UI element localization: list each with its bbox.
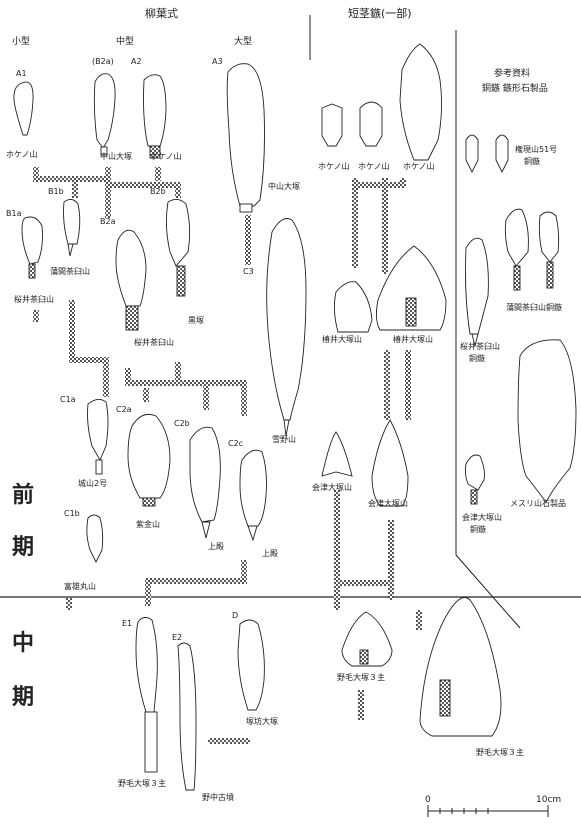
type-code-b1b: B1b	[48, 188, 64, 196]
type-code-c1a: C1a	[60, 396, 76, 404]
site-aizu-douzoku-1: 会津大塚山	[462, 514, 502, 522]
type-code-a2: A2	[131, 58, 142, 66]
header-tankei: 短茎鏃(一部)	[348, 8, 412, 19]
type-code-e2: E2	[172, 634, 182, 642]
site-hokenoyama-2: ホケノ山	[150, 153, 182, 161]
site-st-hokenoyama-1: ホケノ山	[318, 163, 350, 171]
type-code-c2c: C2c	[228, 440, 243, 448]
site-st-hokenoyama-2: ホケノ山	[358, 163, 390, 171]
site-yukinoyama: 雪野山	[272, 436, 296, 444]
type-code-b1a: B1a	[6, 210, 21, 218]
period-early-1: 前	[12, 484, 34, 506]
type-code-b2a-paren: (B2a)	[92, 58, 114, 66]
site-hokenoyama-1: ホケノ山	[6, 151, 38, 159]
site-aizu-2: 会津大塚山	[368, 500, 408, 508]
header-sanko: 参考資料	[494, 70, 530, 79]
size-medium: 中型	[116, 38, 134, 47]
site-st-hokenoyama-3: ホケノ山	[403, 163, 435, 171]
site-noge-1: 野毛大塚３主	[337, 674, 385, 682]
site-kamata-chausuyama: 蒲間茶臼山	[50, 268, 90, 276]
site-sakurai-chausuyama-2: 桜井茶臼山	[134, 339, 174, 347]
site-noge-3: 野毛大塚３主	[476, 749, 524, 757]
site-kamidono-1: 上殿	[208, 543, 224, 551]
size-small: 小型	[12, 38, 30, 47]
site-sakurai-douzoku-1: 桜井茶臼山	[460, 343, 500, 351]
type-code-a1: A1	[16, 70, 27, 78]
site-aizu-douzoku-2: 銅鏃	[470, 526, 486, 534]
site-sakurai-douzoku-2: 銅鏃	[469, 355, 485, 363]
arrowhead-outlines	[14, 44, 576, 790]
type-code-a3: A3	[212, 58, 223, 66]
period-middle-2: 期	[12, 686, 34, 708]
type-code-c2a: C2a	[116, 406, 132, 414]
site-sakurai-chausuyama-1: 桜井茶臼山	[14, 296, 54, 304]
site-nakayama-otsuka-1: 中山大塚	[100, 153, 132, 161]
site-nakayama-otsuka-2: 中山大塚	[268, 183, 300, 191]
site-noge-2: 野毛大塚３主	[118, 780, 166, 788]
site-gokenyama: 権現山51号	[515, 146, 557, 154]
site-tomioyama: 富雄丸山	[64, 583, 96, 591]
type-code-e1: E1	[122, 620, 132, 628]
type-code-c1b: C1b	[64, 510, 80, 518]
site-aizu-1: 会津大塚山	[312, 484, 352, 492]
header-sanko-sub: 銅鏃 鏃形石製品	[482, 85, 548, 94]
header-yanagiba: 柳葉式	[145, 8, 178, 19]
type-code-c2b: C2b	[174, 420, 190, 428]
site-shikinzan: 紫金山	[136, 521, 160, 529]
type-code-d: D	[232, 612, 238, 620]
type-code-b2b: B2b	[150, 188, 166, 196]
site-gokenyama-sub: 銅鏃	[524, 158, 540, 166]
site-tsubai-2: 椿井大塚山	[393, 336, 433, 344]
type-code-c3: C3	[243, 268, 254, 276]
period-early-2: 期	[12, 536, 34, 558]
scale-bar	[428, 805, 548, 817]
site-tsubai-1: 椿井大塚山	[322, 336, 362, 344]
site-mesuri: メスリ山石製品	[510, 500, 566, 508]
site-kamata-douzoku: 蒲間茶臼山銅鏃	[506, 304, 562, 312]
site-nonaka: 野中古墳	[202, 794, 234, 802]
site-kamidono-2: 上殿	[262, 550, 278, 558]
site-shiroyama: 城山2号	[78, 480, 107, 488]
scale-ten: 10cm	[536, 796, 561, 805]
size-large: 大型	[234, 38, 252, 47]
period-middle-1: 中	[12, 632, 34, 654]
site-tsukaboyama: 塚坊大塚	[246, 718, 278, 726]
scale-zero: 0	[425, 796, 431, 805]
site-kurozuka: 黒塚	[188, 317, 204, 325]
type-code-b2a: B2a	[100, 218, 115, 226]
